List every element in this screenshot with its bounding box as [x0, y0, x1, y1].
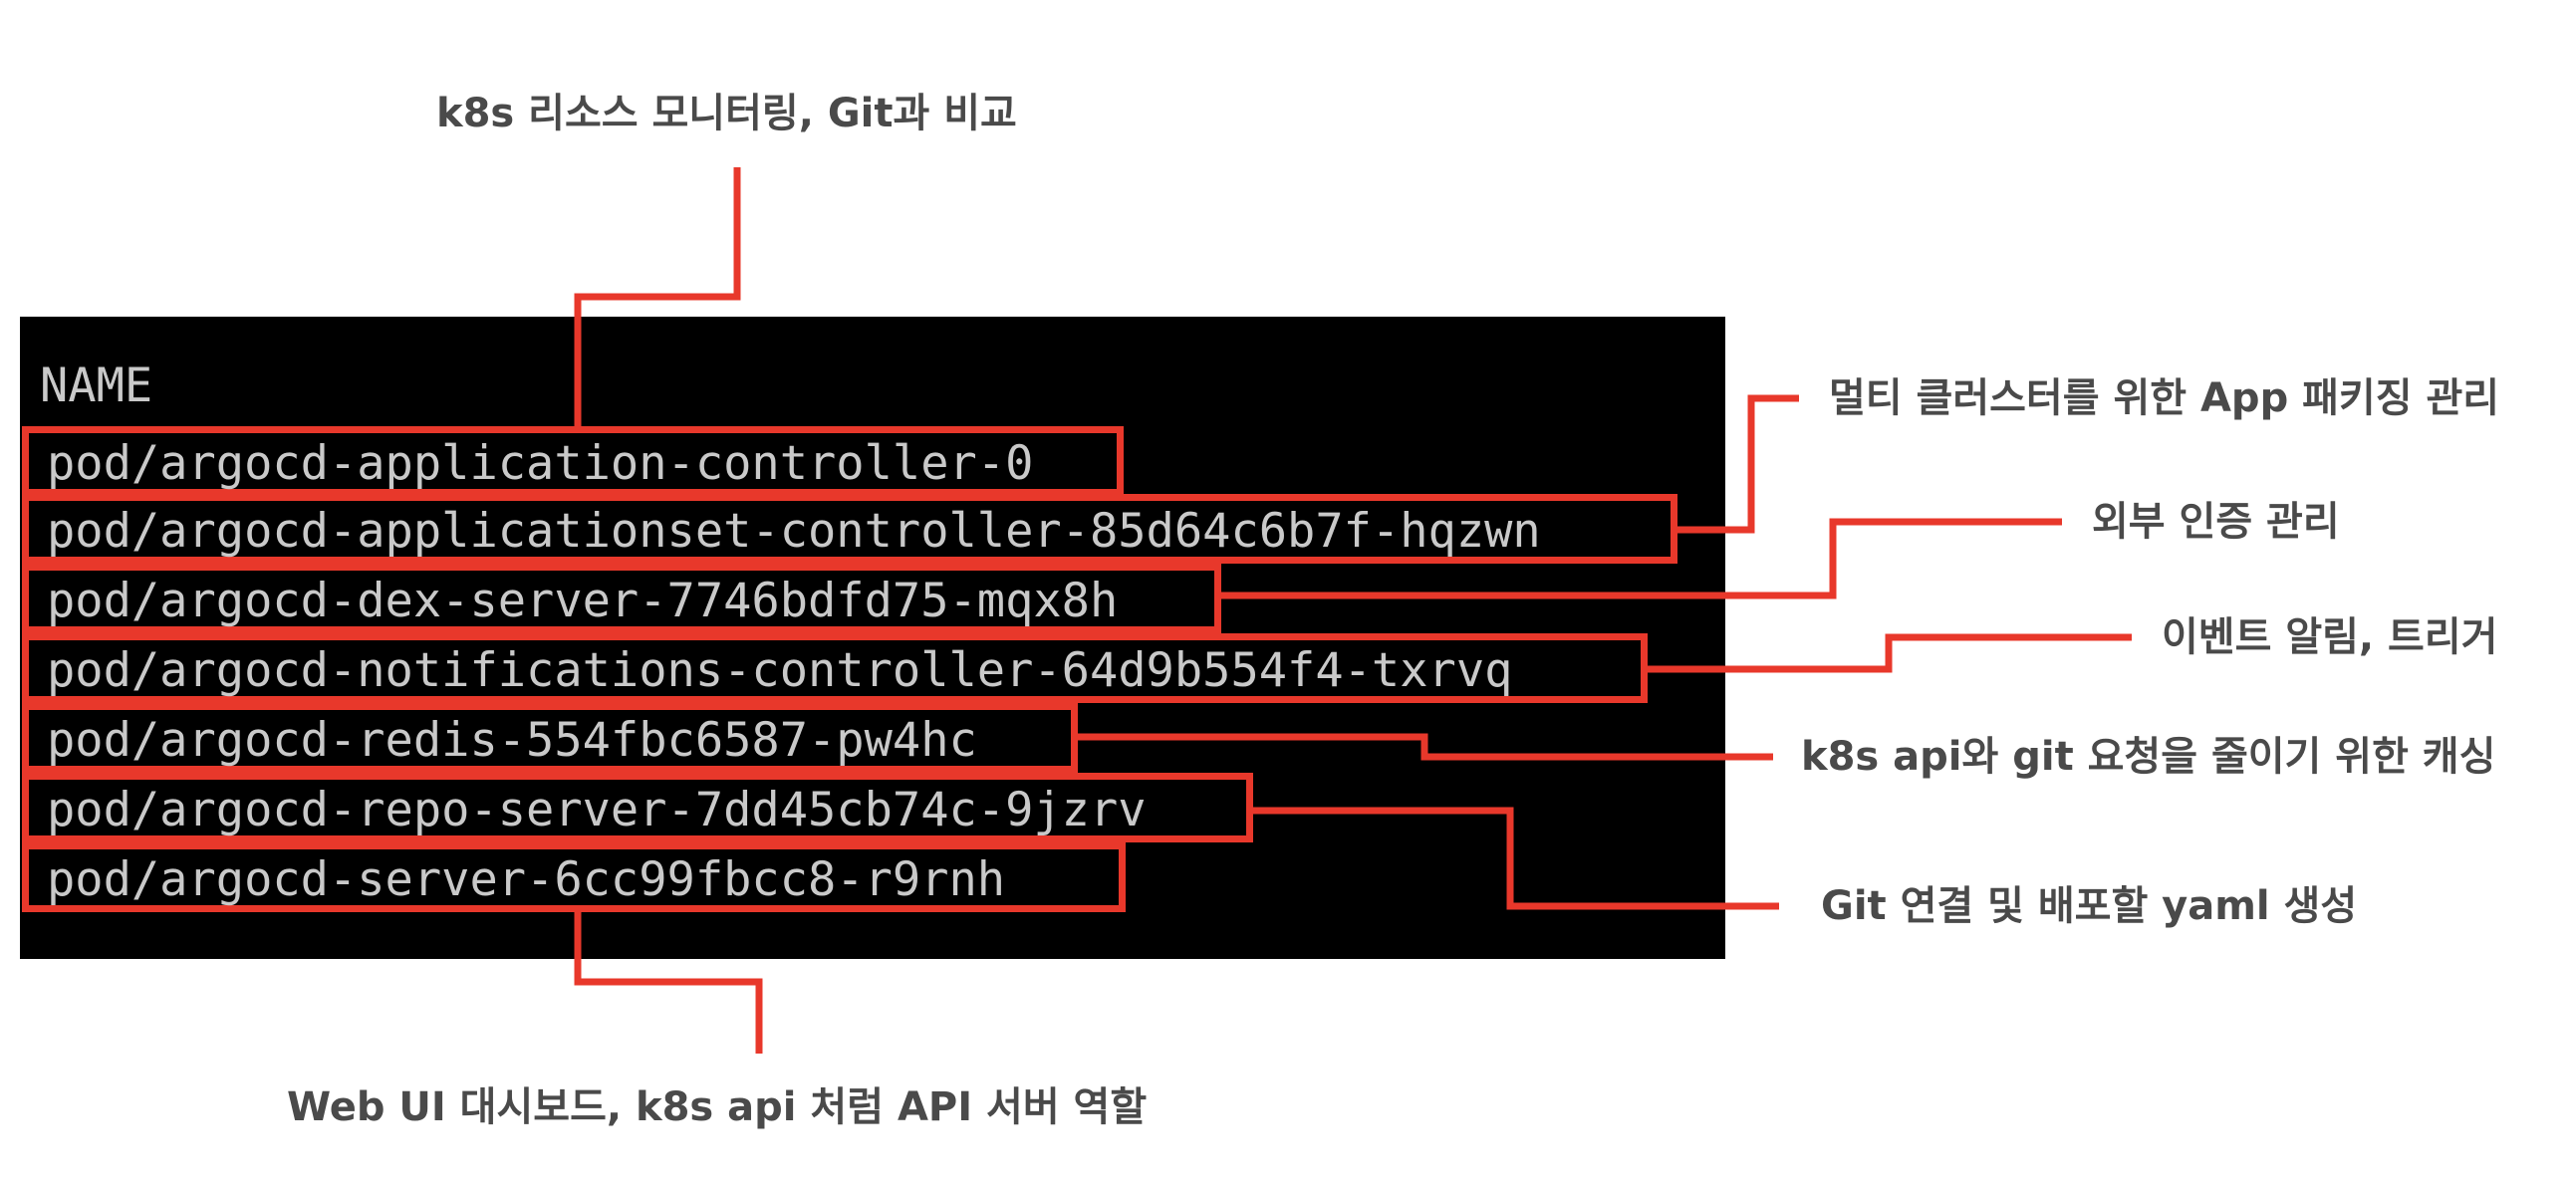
pod-row-server: pod/argocd-server-6cc99fbcc8-r9rnh [22, 842, 1126, 912]
name-column-header: NAME [40, 358, 153, 413]
pod-row-dex-server: pod/argocd-dex-server-7746bdfd75-mqx8h [22, 564, 1221, 633]
connector-server [574, 910, 763, 1054]
pod-row-notifications-controller: pod/argocd-notifications-controller-64d9… [22, 633, 1648, 703]
annotation-notifications-controller: 이벤트 알림, 트리거 [2162, 614, 2498, 660]
connector-applicationset-controller [1674, 394, 1799, 534]
annotation-dex-server: 외부 인증 관리 [2092, 499, 2340, 545]
annotation-application-controller: k8s 리소스 모니터링, Git과 비교 [436, 91, 1017, 136]
connector-redis [1076, 733, 1773, 761]
pod-row-repo-server: pod/argocd-repo-server-7dd45cb74c-9jzrv [22, 773, 1253, 842]
annotation-applicationset-controller: 멀티 클러스터를 위한 App 패키징 관리 [1829, 375, 2500, 421]
annotation-repo-server: Git 연결 및 배포할 yaml 생성 [1821, 883, 2358, 929]
pod-name: pod/argocd-repo-server-7dd45cb74c-9jzrv [47, 783, 1147, 837]
connector-dex-server [1217, 518, 2062, 599]
pod-name: pod/argocd-applicationset-controller-85d… [47, 504, 1541, 559]
pod-name: pod/argocd-application-controller-0 [47, 436, 1034, 491]
pod-name: pod/argocd-server-6cc99fbcc8-r9rnh [47, 852, 1006, 907]
annotation-redis: k8s api와 git 요청을 줄이기 위한 캐싱 [1801, 734, 2496, 780]
connector-application-controller [574, 167, 741, 430]
pod-name: pod/argocd-dex-server-7746bdfd75-mqx8h [47, 574, 1119, 628]
pod-row-application-controller: pod/argocd-application-controller-0 [22, 426, 1124, 496]
pod-name: pod/argocd-redis-554fbc6587-pw4hc [47, 713, 977, 768]
connector-repo-server [1249, 807, 1779, 910]
pod-name: pod/argocd-notifications-controller-64d9… [47, 643, 1513, 698]
annotation-server: Web UI 대시보드, k8s api 처럼 API 서버 역할 [287, 1084, 1148, 1130]
pod-row-applicationset-controller: pod/argocd-applicationset-controller-85d… [22, 494, 1677, 564]
pod-row-redis: pod/argocd-redis-554fbc6587-pw4hc [22, 703, 1078, 773]
connector-notifications-controller [1644, 633, 2132, 673]
